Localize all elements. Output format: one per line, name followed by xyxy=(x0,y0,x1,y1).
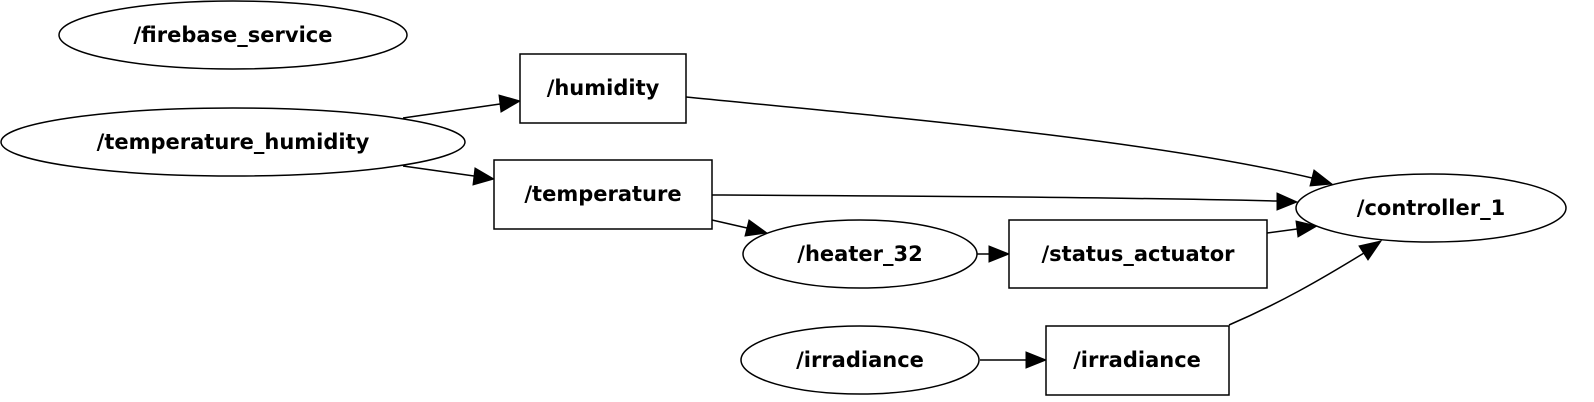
node-temperature[interactable]: /temperature xyxy=(493,159,713,230)
node-label: /irradiance xyxy=(796,348,924,372)
node-irradiance-topic[interactable]: /irradiance xyxy=(1045,325,1230,396)
edge-heater-32-to-status-actuator xyxy=(976,245,1011,263)
node-label: /temperature_humidity xyxy=(97,130,370,154)
node-firebase-service[interactable]: /firebase_service xyxy=(58,0,408,70)
edge-temperature-to-controller-1 xyxy=(711,192,1299,211)
node-label: /heater_32 xyxy=(797,242,922,266)
node-label: /controller_1 xyxy=(1357,196,1505,220)
node-label: /temperature xyxy=(524,182,681,206)
node-humidity[interactable]: /humidity xyxy=(519,53,687,124)
edge-status-actuator-to-controller-1 xyxy=(1266,220,1319,238)
node-irradiance-node[interactable]: /irradiance xyxy=(740,325,980,395)
edge-humidity-to-controller-1 xyxy=(685,96,1334,187)
edge-irradiance-topic-to-controller-1 xyxy=(1228,240,1383,326)
node-label: /firebase_service xyxy=(134,23,333,47)
node-temperature-humidity[interactable]: /temperature_humidity xyxy=(0,107,466,177)
node-label: /status_actuator xyxy=(1042,242,1236,266)
edge-irradiance-node-to-irradiance-topic xyxy=(980,351,1048,369)
node-label: /humidity xyxy=(547,76,660,100)
node-status-actuator[interactable]: /status_actuator xyxy=(1008,219,1268,289)
node-label: /irradiance xyxy=(1073,348,1201,372)
node-controller-1[interactable]: /controller_1 xyxy=(1295,173,1567,243)
node-heater-32[interactable]: /heater_32 xyxy=(742,219,978,289)
edge-temperature-humidity-to-temperature xyxy=(402,165,496,186)
edge-temperature-to-heater-32 xyxy=(711,219,769,237)
edge-temperature-humidity-to-humidity xyxy=(402,94,522,119)
